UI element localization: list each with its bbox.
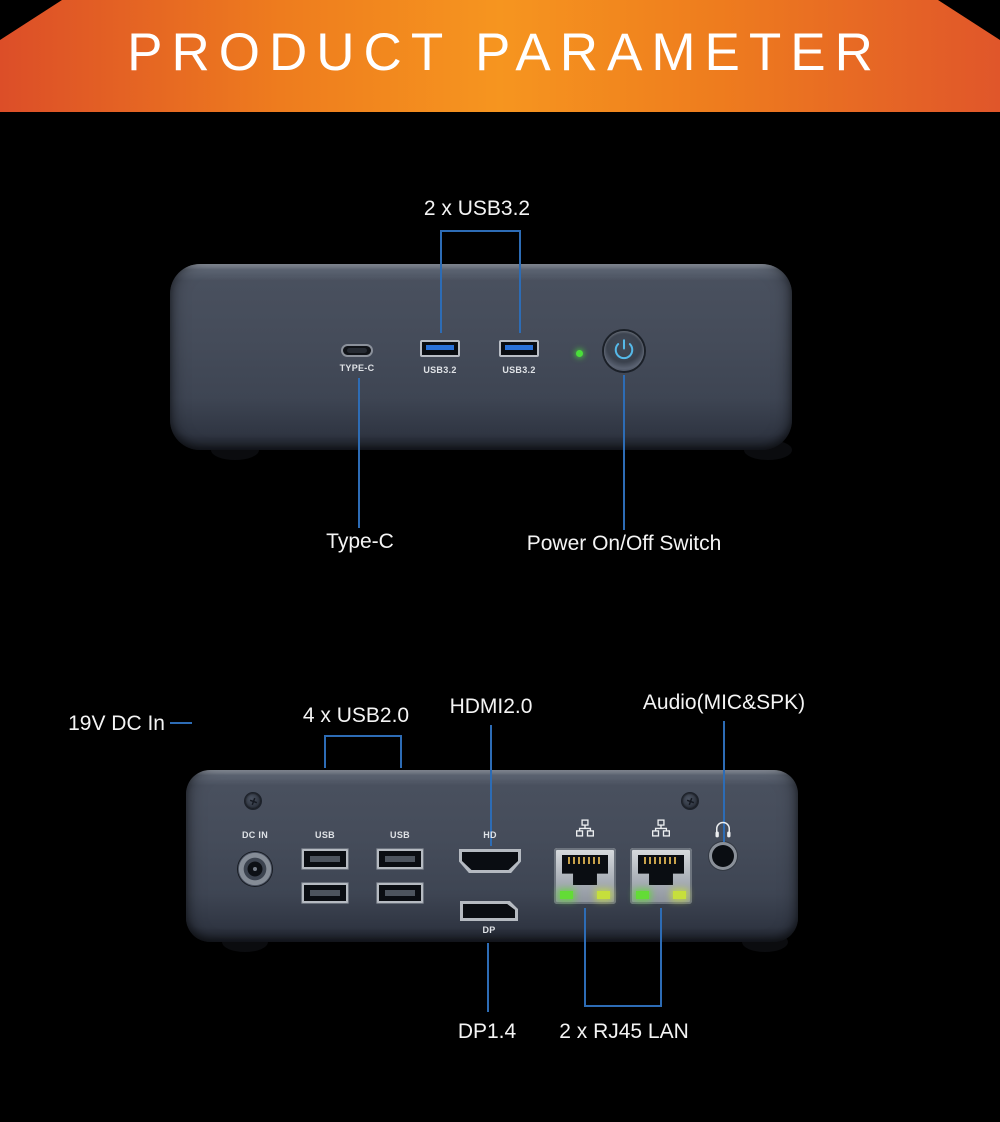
dp-label: DP — [482, 925, 496, 935]
usb-stack-label: USB — [390, 830, 410, 840]
ethernet-icon — [651, 818, 671, 838]
annotation-line — [723, 721, 725, 842]
lan-led-green — [560, 891, 573, 899]
audio-jack — [712, 845, 734, 867]
lan-led-amber — [673, 891, 686, 899]
usb3-port-label: USB3.2 — [423, 365, 457, 375]
annotation-line — [623, 375, 625, 530]
usb2-port — [301, 848, 349, 870]
annotation-type-c: Type-C — [326, 530, 394, 553]
annotation-dc-in: 19V DC In — [68, 712, 165, 735]
usb2-port — [301, 882, 349, 904]
usb3-port — [499, 340, 539, 357]
annotation-audio: Audio(MIC&SPK) — [642, 691, 806, 714]
usb3-port — [420, 340, 460, 357]
annotation-line — [660, 908, 662, 1007]
rj45-lan-port — [554, 848, 616, 904]
page-title: PRODUCT PARAMETER — [127, 23, 882, 82]
type-c-port — [341, 344, 373, 357]
mini-pc-front-view — [170, 264, 792, 450]
usb2-port — [376, 882, 424, 904]
headphone-icon — [713, 820, 733, 840]
annotation-line — [324, 735, 402, 737]
annotation-line — [400, 735, 402, 768]
annotation-line — [324, 735, 326, 768]
type-c-port-label: TYPE-C — [339, 363, 375, 373]
dc-in-label: DC IN — [242, 830, 268, 840]
screw-icon — [682, 793, 698, 809]
power-button — [604, 331, 644, 371]
annotation-line — [584, 1005, 662, 1007]
annotation-line — [440, 230, 442, 333]
annotation-dp: DP1.4 — [457, 1020, 517, 1043]
power-icon — [613, 338, 635, 365]
hdmi-label: HD — [483, 830, 497, 840]
lan-led-green — [636, 891, 649, 899]
usb3-port-label: USB3.2 — [502, 365, 536, 375]
annotation-line — [490, 725, 492, 846]
dc-in-jack — [238, 852, 272, 886]
annotation-front-usb: 2 x USB3.2 — [423, 197, 531, 220]
power-led — [576, 350, 583, 357]
displayport-port — [460, 901, 518, 921]
usb2-port — [376, 848, 424, 870]
ethernet-icon — [575, 818, 595, 838]
annotation-line — [584, 908, 586, 1007]
annotation-power-switch: Power On/Off Switch — [526, 532, 722, 555]
annotation-usb2: 4 x USB2.0 — [302, 704, 410, 727]
rj45-lan-port — [630, 848, 692, 904]
screw-icon — [245, 793, 261, 809]
annotation-line — [170, 722, 192, 724]
annotation-line — [519, 230, 521, 333]
usb-stack-label: USB — [315, 830, 335, 840]
annotation-line — [358, 378, 360, 528]
header-banner: PRODUCT PARAMETER — [0, 0, 1000, 112]
lan-led-amber — [597, 891, 610, 899]
annotation-line — [487, 943, 489, 1012]
annotation-line — [440, 230, 521, 232]
hdmi-port — [459, 849, 521, 873]
annotation-hdmi: HDMI2.0 — [449, 695, 533, 718]
annotation-lan: 2 x RJ45 LAN — [559, 1020, 689, 1043]
